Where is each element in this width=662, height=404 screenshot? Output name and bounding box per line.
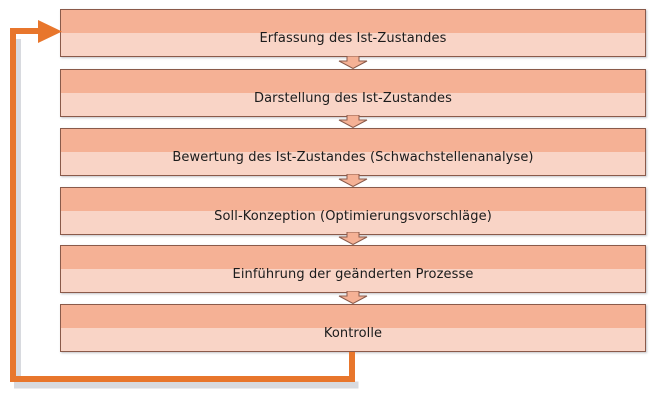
step-label: Darstellung des Ist-Zustandes: [254, 91, 452, 106]
step-label: Erfassung des Ist-Zustandes: [259, 31, 447, 46]
connector-arrow: [338, 174, 368, 187]
process-step-box[interactable]: Darstellung des Ist-Zustandes: [60, 69, 646, 117]
step-label: Einführung der geänderten Prozesse: [232, 267, 474, 282]
arrow-down-icon: [338, 174, 368, 187]
process-step-box[interactable]: Soll-Konzeption (Optimierungsvorschläge): [60, 187, 646, 235]
process-step-box[interactable]: Bewertung des Ist-Zustandes (Schwachstel…: [60, 128, 646, 176]
process-step-box[interactable]: Einführung der geänderten Prozesse: [60, 245, 646, 293]
arrow-right-icon: [38, 20, 62, 43]
step-label: Bewertung des Ist-Zustandes (Schwachstel…: [172, 150, 534, 165]
step-label: Soll-Konzeption (Optimierungsvorschläge): [214, 209, 492, 224]
connector-arrow: [338, 115, 368, 128]
arrow-down-icon: [338, 291, 368, 304]
connector-arrow: [338, 232, 368, 245]
connector-arrow: [338, 56, 368, 69]
process-step-box[interactable]: Erfassung des Ist-Zustandes: [60, 9, 646, 57]
arrow-down-icon: [338, 115, 368, 128]
connector-arrow: [338, 291, 368, 304]
step-label: Kontrolle: [323, 326, 383, 341]
process-step-box[interactable]: Kontrolle: [60, 304, 646, 352]
arrow-down-icon: [338, 56, 368, 69]
arrow-down-icon: [338, 232, 368, 245]
